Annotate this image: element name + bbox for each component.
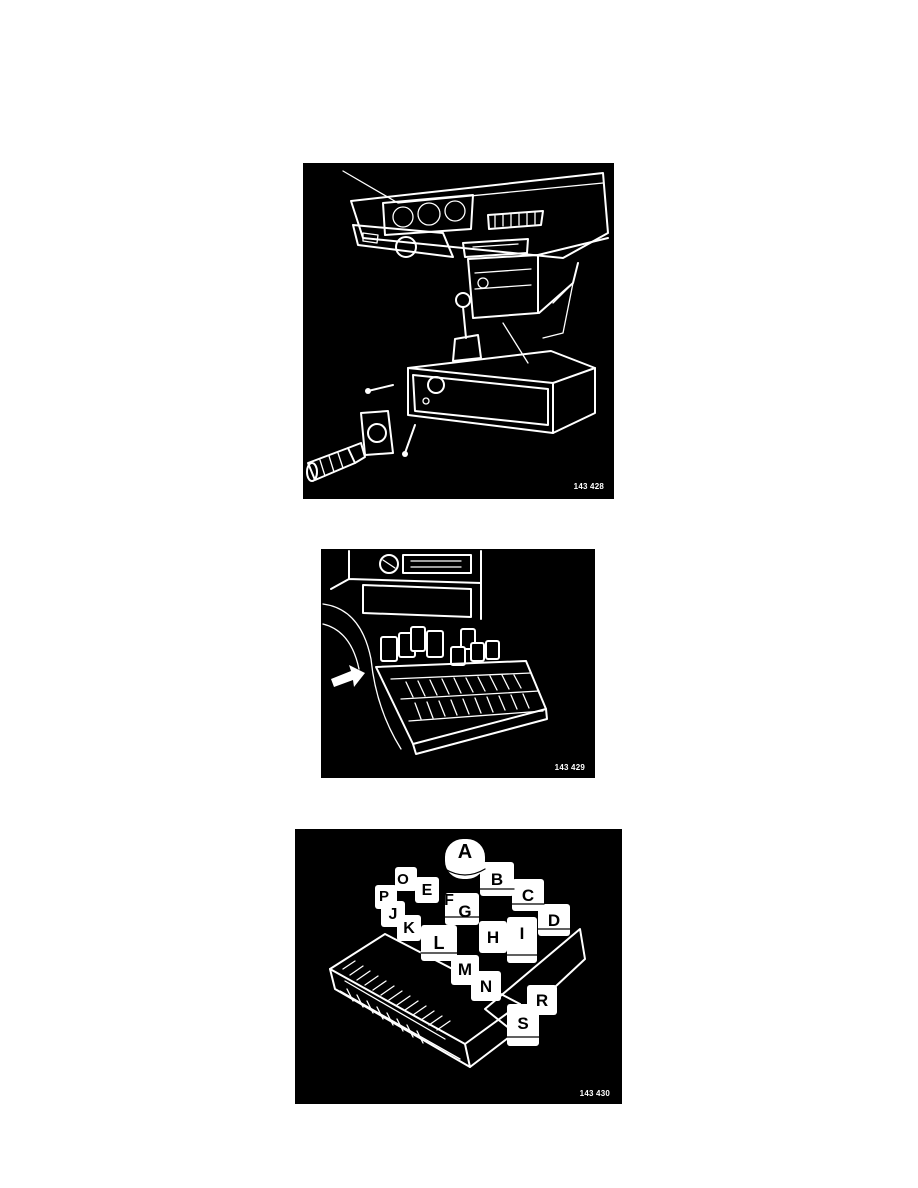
relay-label-f: F — [444, 892, 454, 909]
relay-label-j: J — [389, 906, 398, 923]
relay-box-illustration — [322, 550, 548, 755]
relay-label-k: K — [403, 920, 415, 937]
figure-number: 143 428 — [573, 482, 604, 491]
relay-label-l: L — [434, 933, 445, 953]
relay-label-p: P — [379, 888, 389, 905]
relay-label-o: O — [397, 871, 409, 888]
relay-label-s: S — [517, 1014, 528, 1033]
console-illustration — [306, 170, 609, 482]
relay-label-r: R — [536, 991, 548, 1010]
figure-relay-identification: A B C D O E F G P J K L H I M N R S 143 … — [295, 829, 622, 1104]
relay-label-e: E — [422, 882, 433, 899]
relay-label-b: B — [491, 870, 503, 889]
figure-relay-box-location: 143 429 — [321, 549, 595, 778]
figure-number: 143 430 — [579, 1089, 610, 1098]
relay-label-g: G — [458, 902, 471, 921]
relay-label-c: C — [522, 886, 534, 905]
relay-label-h: H — [487, 928, 499, 947]
figure-console-removal: 143 428 — [303, 163, 614, 499]
relay-label-m: M — [458, 960, 472, 979]
relay-label-n: N — [480, 977, 492, 996]
relay-layout-illustration: A B C D O E F G P J K L H I M N R S — [329, 839, 586, 1068]
figure-number: 143 429 — [554, 763, 585, 772]
relay-label-a: A — [458, 841, 472, 863]
relay-label-i: I — [520, 924, 525, 943]
relay-label-d: D — [548, 911, 560, 930]
